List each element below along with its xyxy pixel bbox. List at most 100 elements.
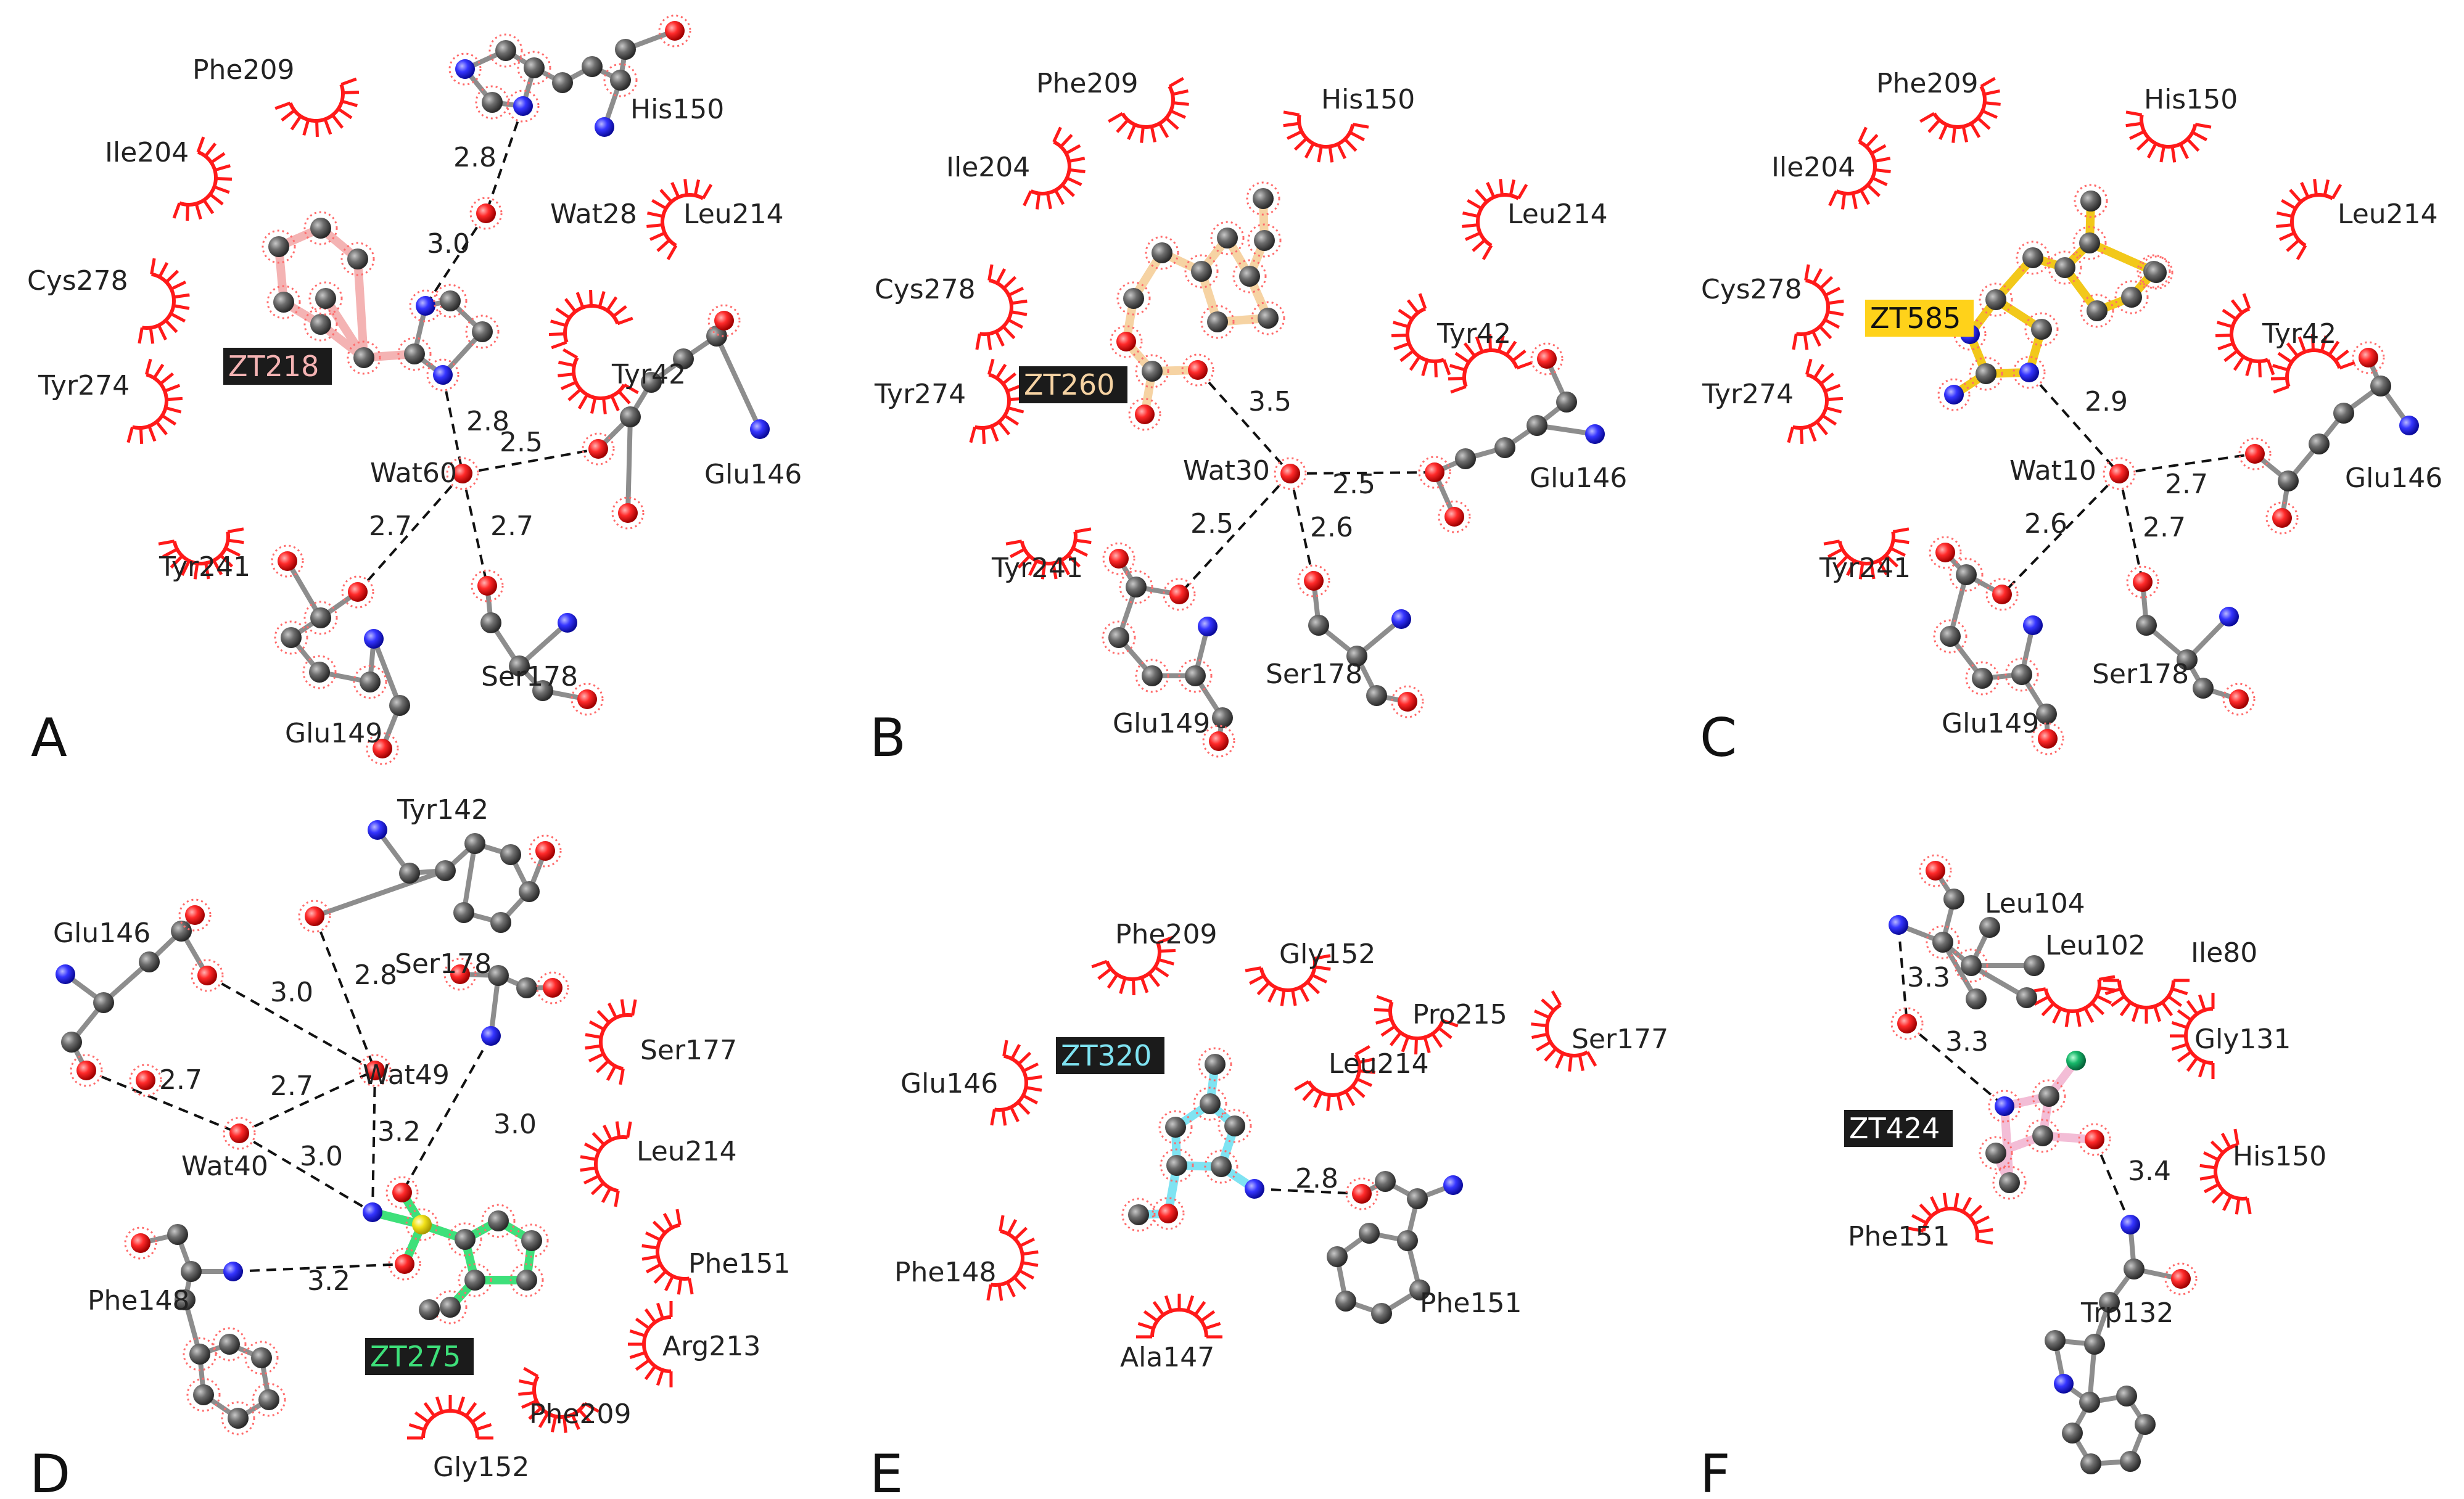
hydrogen-bond — [239, 1069, 376, 1135]
oxygen-atom — [348, 582, 368, 602]
carbon-atom — [532, 680, 553, 701]
oxygen-atom — [2133, 572, 2153, 592]
carbon-atom — [258, 1389, 279, 1410]
atom-contact-halo — [1135, 354, 1169, 388]
atom-contact-halo — [2080, 294, 2114, 328]
hydrophobic-contact-icon — [274, 77, 360, 138]
residue-label: Tyr142 — [397, 794, 488, 826]
atom-contact-halo — [2025, 1119, 2060, 1153]
distance-label: 2.5 — [500, 427, 543, 458]
nitrogen-atom — [595, 117, 614, 137]
carbon-atom — [1165, 1117, 1186, 1138]
bond — [1940, 940, 1979, 1001]
atom-contact-halo — [465, 314, 500, 349]
carbon-atom — [1956, 564, 1977, 585]
nitrogen-atom — [481, 1026, 501, 1046]
residue-label: Glu146 — [900, 1068, 998, 1099]
carbon-atom — [464, 833, 485, 854]
carbon-atom — [521, 1230, 542, 1251]
carbon-atom — [1128, 1204, 1149, 1225]
residue-label: Phe148 — [88, 1285, 189, 1316]
carbon-atom — [1205, 1054, 1226, 1075]
carbon-atom — [1108, 627, 1129, 648]
hydrogen-bond — [1178, 472, 1292, 596]
residue-label: Ser177 — [1572, 1024, 1668, 1055]
atom-contact-halo — [2238, 437, 2272, 470]
atom-contact-halo — [529, 834, 562, 868]
carbon-atom — [472, 321, 493, 342]
carbon-atom — [2333, 403, 2354, 424]
atom-contact-halo — [1135, 659, 1169, 693]
ligand-name: ZT218 — [228, 350, 319, 383]
atom-contact-halo — [2126, 565, 2159, 599]
hydrophobic-contact-icon — [2276, 179, 2342, 260]
bonds-layer — [63, 28, 2412, 1466]
atom-contact-halo — [509, 1263, 544, 1297]
distance-label: 2.7 — [159, 1064, 202, 1096]
carbon-atom — [1979, 917, 2000, 938]
atom-contact-halo — [303, 307, 338, 342]
carbon-atom — [1191, 261, 1212, 282]
carbon-atom — [1327, 1246, 1348, 1267]
chlorine-atom — [2066, 1051, 2086, 1070]
residue-label: Tyr241 — [1819, 552, 1911, 584]
atom-contact-halo — [1116, 281, 1151, 316]
nitrogen-atom — [223, 1262, 243, 1281]
nitrogen-atom — [56, 964, 75, 984]
oxygen-atom — [1935, 543, 1955, 562]
carbon-atom — [2079, 232, 2100, 253]
oxygen-atom — [2038, 729, 2058, 749]
hydrogen-bond — [1254, 1188, 1362, 1195]
atom-contact-halo — [1297, 564, 1330, 598]
residue-label: Glu146 — [1530, 462, 1627, 494]
atom-contact-halo — [308, 281, 343, 316]
oxygen-atom — [453, 464, 472, 483]
residue-label: Ile204 — [105, 137, 189, 168]
atom-contact-halo — [446, 457, 479, 490]
carbon-atom — [1366, 685, 1387, 706]
residue-label: Ile204 — [946, 152, 1030, 183]
hydrogen-bond — [485, 105, 524, 214]
atom-contact-halo — [221, 1401, 255, 1435]
carbon-atom — [495, 40, 516, 61]
distance-label: 3.3 — [1907, 962, 1950, 993]
carbon-atom — [2038, 1086, 2059, 1107]
atom-contact-halo — [458, 1263, 492, 1297]
atom-contact-halo — [1246, 181, 1280, 216]
atom-contact-halo — [353, 665, 387, 699]
hydrophobic-contact-icon — [2125, 110, 2212, 163]
hydrophobic-contact-icon — [1136, 1294, 1222, 1339]
distance-label: 3.5 — [1248, 386, 1292, 417]
carbon-atom — [2099, 1292, 2120, 1313]
ligand-name: ZT424 — [1849, 1112, 1940, 1145]
panel-c-letter: C — [1700, 707, 1737, 769]
nitrogen-atom — [750, 419, 770, 439]
residue-label: Ser178 — [2092, 659, 2189, 690]
hydrophobic-contact-icon — [1828, 126, 1891, 210]
atom-contact-halo — [1204, 1149, 1238, 1184]
bond — [1948, 572, 1969, 639]
hydrophobic-arcs-layer — [126, 76, 2355, 1440]
oxygen-atom — [1209, 731, 1229, 751]
hydrogen-bond — [2119, 453, 2256, 475]
ligand-name-box — [1019, 366, 1127, 403]
bond — [371, 636, 402, 708]
atom-contact-halo — [2013, 356, 2046, 389]
oxygen-atom — [395, 1254, 414, 1274]
carbon-atom — [2116, 1386, 2137, 1407]
carbon-atom — [353, 347, 374, 368]
carbon-atom — [310, 218, 331, 239]
atom-contact-halo — [124, 1226, 157, 1260]
nitrogen-atom — [1245, 1179, 1264, 1199]
oxygen-atom — [1425, 462, 1444, 482]
carbon-atom — [1224, 1115, 1245, 1136]
carbon-atom — [500, 844, 521, 865]
hydrogen-bond — [2093, 1139, 2132, 1225]
oxygen-atom — [197, 966, 217, 985]
carbon-atom — [404, 343, 425, 364]
atom-contact-halo — [1438, 500, 1471, 533]
oxygen-atom — [2359, 348, 2378, 368]
carbon-atom — [516, 1270, 537, 1291]
carbon-atom — [2087, 300, 2108, 321]
residue-label: Leu214 — [1507, 199, 1608, 230]
